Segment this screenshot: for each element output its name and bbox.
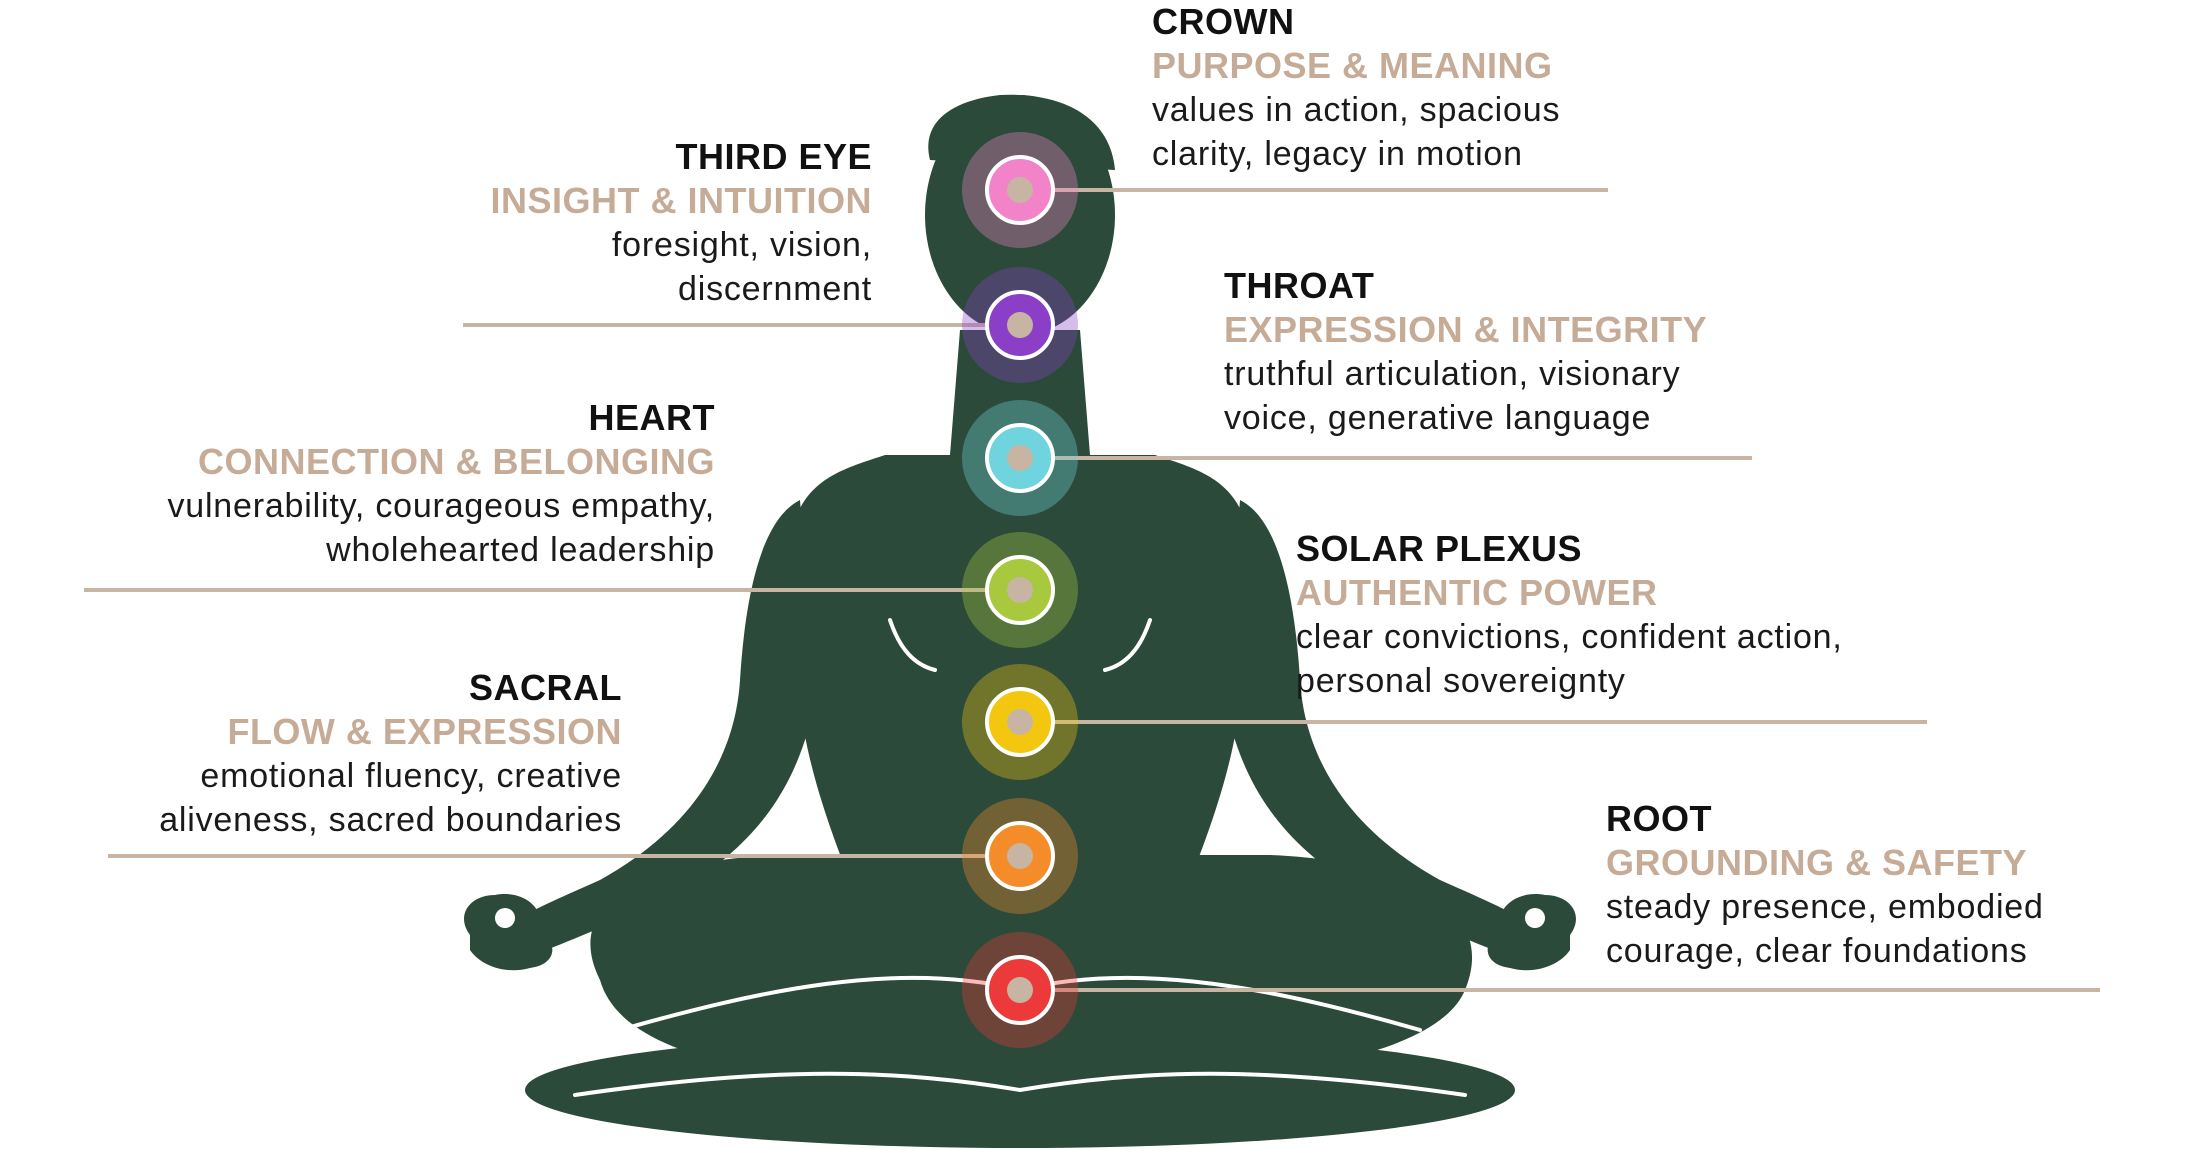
chakra-point-throat [962, 400, 1078, 516]
chakra-label-solar-plexus: SOLAR PLEXUS AUTHENTIC POWER clear convi… [1296, 527, 1843, 703]
chakra-desc-root: steady presence, embodied courage, clear… [1606, 888, 2044, 970]
chakra-name-third-eye: THIRD EYE [675, 136, 872, 177]
chakra-point-third-eye [962, 267, 1078, 383]
chakra-dot-heart [1007, 577, 1033, 603]
chakra-theme-heart: CONNECTION & BELONGING [197, 441, 715, 482]
chakra-desc-crown: values in action, spacious clarity, lega… [1152, 91, 1561, 173]
chakra-point-crown [962, 132, 1078, 248]
chakra-point-heart [962, 532, 1078, 648]
chakra-point-root [962, 932, 1078, 1048]
leader-lines [84, 188, 2100, 992]
chakra-name-solar-plexus: SOLAR PLEXUS [1296, 528, 1583, 569]
chakra-desc-sacral: emotional fluency, creative aliveness, s… [159, 757, 622, 839]
chakra-desc-heart: vulnerability, courageous empathy, whole… [167, 487, 715, 569]
chakra-theme-third-eye: INSIGHT & INTUITION [490, 180, 872, 221]
chakra-theme-throat: EXPRESSION & INTEGRITY [1224, 309, 1708, 350]
chakra-desc-third-eye: foresight, vision, discernment [611, 226, 872, 308]
meditating-figure-silhouette [464, 94, 1576, 1148]
chakra-point-solar-plexus [962, 664, 1078, 780]
figure-contour-lines [573, 618, 1467, 1097]
chakra-theme-solar-plexus: AUTHENTIC POWER [1296, 572, 1658, 613]
chakra-point-sacral [962, 798, 1078, 914]
chakra-theme-sacral: FLOW & EXPRESSION [227, 711, 622, 752]
chakra-points [962, 132, 1078, 1048]
chakra-dot-sacral [1007, 843, 1033, 869]
chakra-label-crown: CROWN PURPOSE & MEANING values in action… [1152, 0, 1560, 176]
chakra-dot-crown [1007, 177, 1033, 203]
chakra-dot-throat [1007, 445, 1033, 471]
chakra-name-crown: CROWN [1152, 1, 1295, 42]
chakra-theme-root: GROUNDING & SAFETY [1606, 842, 2028, 883]
chakra-label-sacral: SACRAL FLOW & EXPRESSION emotional fluen… [159, 666, 622, 842]
chakra-label-heart: HEART CONNECTION & BELONGING vulnerabili… [167, 396, 715, 572]
chakra-name-heart: HEART [588, 397, 715, 438]
chakra-dot-root [1007, 977, 1033, 1003]
chakra-dot-solar-plexus [1007, 709, 1033, 735]
chakra-label-throat: THROAT EXPRESSION & INTEGRITY truthful a… [1224, 264, 1707, 440]
chakra-theme-crown: PURPOSE & MEANING [1152, 45, 1553, 86]
chakra-label-third-eye: THIRD EYE INSIGHT & INTUITION foresight,… [491, 135, 873, 311]
chakra-desc-solar-plexus: clear convictions, confident action, per… [1296, 618, 1843, 700]
chakra-dot-third-eye [1007, 312, 1033, 338]
chakra-name-root: ROOT [1606, 798, 1712, 839]
chakra-name-sacral: SACRAL [469, 667, 622, 708]
chakra-name-throat: THROAT [1224, 265, 1375, 306]
chakra-desc-throat: truthful articulation, visionary voice, … [1224, 355, 1681, 437]
chakra-label-root: ROOT GROUNDING & SAFETY steady presence,… [1606, 797, 2044, 973]
